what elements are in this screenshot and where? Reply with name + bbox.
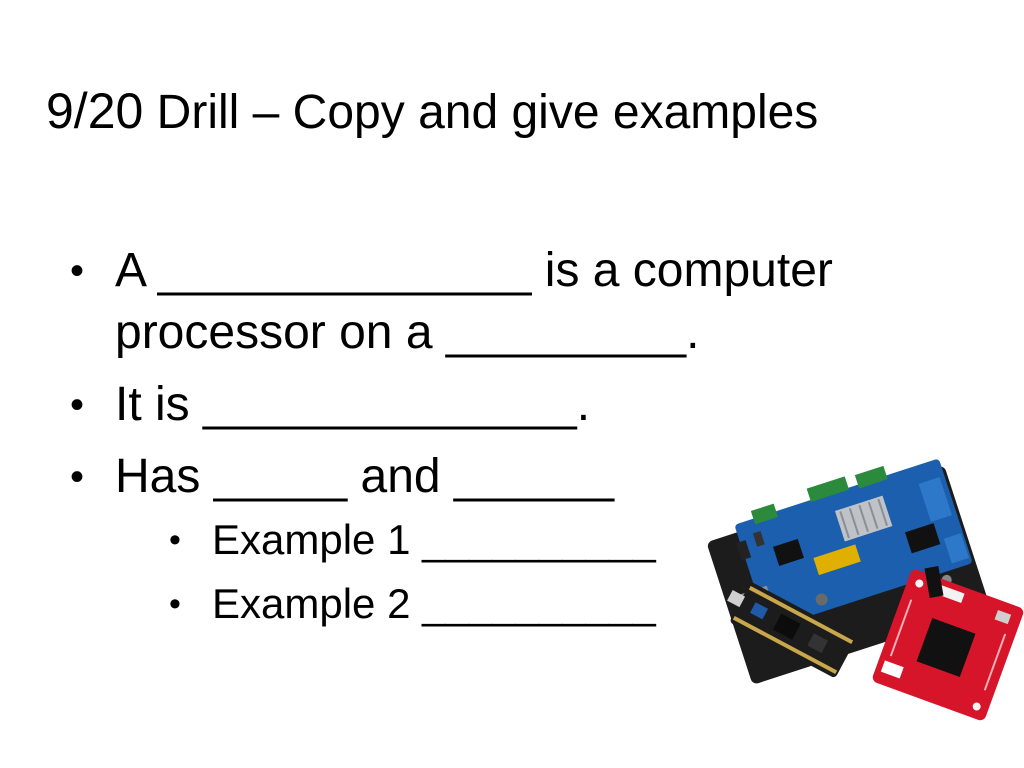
title-text: Drill – Copy and give examples [143,86,819,139]
sub-bullet-example-1-text: Example 1 __________ [212,516,656,563]
bullet-it-is-text: It is ______________. [115,378,591,431]
sub-bullet-list: Example 1 __________ Example 2 _________… [115,508,990,636]
slide-title: 9/20 Drill – Copy and give examples [46,84,818,140]
sub-bullet-example-2-text: Example 2 __________ [212,580,656,627]
bullet-definition: A ______________ is a computer processor… [70,240,990,364]
sub-bullet-example-2: Example 2 __________ [115,572,990,636]
bullet-list: A ______________ is a computer processor… [70,240,990,646]
microcontroller-boards-photo [703,455,1024,731]
bullet-definition-line-1: A ______________ is a computer [115,244,833,297]
bullet-has-text: Has _____ and ______ [115,450,615,503]
title-date: 9/20 [46,83,144,139]
sub-bullet-example-1: Example 1 __________ [115,508,990,572]
microcontroller-boards-icon [707,459,1024,721]
bullet-has: Has _____ and ______ Example 1 _________… [70,446,990,636]
bullet-it-is: It is ______________. [70,374,990,436]
bullet-definition-line-2: processor on a _________. [115,306,700,359]
